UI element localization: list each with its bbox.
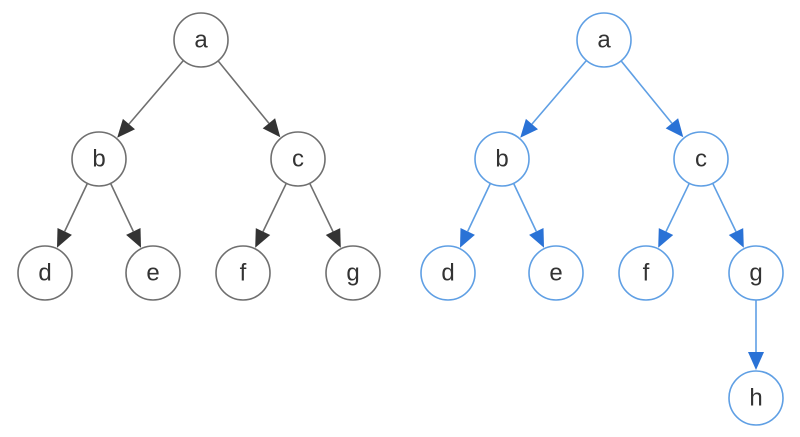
right-arrowhead-a-b (520, 118, 538, 138)
left-arrowhead-c-g (325, 228, 341, 248)
left-edge-b-e (109, 183, 135, 232)
right-node-a-label: a (597, 27, 611, 54)
left-node-c: c (270, 131, 326, 187)
tree-left-edges (57, 59, 341, 248)
left-edge-b-d (63, 183, 89, 232)
left-node-c-label: c (292, 146, 304, 173)
left-arrowhead-b-d (57, 228, 72, 248)
left-node-f-label: f (240, 260, 247, 287)
left-node-g-circle (325, 245, 381, 301)
left-node-f: f (215, 245, 271, 301)
right-node-b-label: b (495, 146, 508, 173)
right-arrowhead-b-e (529, 228, 544, 248)
right-edge-c-g (711, 182, 737, 232)
left-node-d-label: d (38, 260, 51, 287)
right-node-g-label: g (749, 260, 762, 287)
right-edge-a-c (620, 60, 673, 124)
left-node-b-circle (71, 131, 127, 187)
left-node-g: g (325, 245, 381, 301)
left-node-b: b (71, 131, 127, 187)
right-node-h-circle (728, 370, 784, 426)
left-arrowhead-a-c (262, 118, 281, 138)
left-node-e-label: e (146, 260, 159, 287)
right-node-b-circle (474, 131, 530, 187)
right-node-c-label: c (695, 146, 707, 173)
right-node-f-circle (618, 245, 674, 301)
tree-left-nodes: a b c d e f g (17, 12, 381, 301)
right-node-a-circle (576, 12, 632, 68)
right-node-d-label: d (441, 260, 454, 287)
right-arrowhead-g-h (748, 352, 764, 370)
left-edge-c-f (262, 182, 288, 232)
left-edge-a-b (128, 59, 185, 125)
right-node-a: a (576, 12, 632, 68)
tree-right: a b c d e f g h (420, 12, 784, 426)
tree-right-edges (460, 59, 764, 370)
right-node-g: g (728, 245, 784, 301)
right-arrowhead-b-d (460, 228, 475, 248)
right-node-e-label: e (549, 260, 562, 287)
right-node-h-label: h (749, 385, 762, 412)
right-node-f: f (618, 245, 674, 301)
left-node-g-label: g (346, 260, 359, 287)
right-node-c-circle (673, 131, 729, 187)
tree-right-nodes: a b c d e f g h (420, 12, 784, 426)
left-node-a-circle (173, 12, 229, 68)
left-node-f-circle (215, 245, 271, 301)
left-node-a: a (173, 12, 229, 68)
right-node-f-label: f (643, 260, 650, 287)
left-arrowhead-a-b (117, 118, 135, 138)
right-node-g-circle (728, 245, 784, 301)
left-arrowhead-c-f (255, 228, 271, 248)
right-edge-b-e (512, 183, 538, 232)
left-node-c-circle (270, 131, 326, 187)
left-node-b-label: b (92, 146, 105, 173)
right-arrowhead-a-c (665, 118, 684, 138)
right-node-e-circle (528, 245, 584, 301)
left-node-a-label: a (194, 27, 208, 54)
left-arrowhead-b-e (126, 228, 141, 248)
right-node-d: d (420, 245, 476, 301)
right-node-h: h (728, 370, 784, 426)
right-node-c: c (673, 131, 729, 187)
right-arrowhead-c-g (728, 228, 744, 248)
tree-left: a b c d e f g (17, 12, 381, 301)
right-edge-b-d (466, 183, 492, 232)
left-node-e: e (125, 245, 181, 301)
left-edge-a-c (217, 60, 270, 124)
left-node-d: d (17, 245, 73, 301)
left-node-e-circle (125, 245, 181, 301)
left-edge-c-g (308, 182, 334, 232)
right-node-b: b (474, 131, 530, 187)
right-edge-a-b (531, 59, 588, 125)
right-edge-c-f (665, 182, 691, 232)
right-arrowhead-c-f (658, 228, 674, 248)
left-node-d-circle (17, 245, 73, 301)
right-node-d-circle (420, 245, 476, 301)
right-node-e: e (528, 245, 584, 301)
